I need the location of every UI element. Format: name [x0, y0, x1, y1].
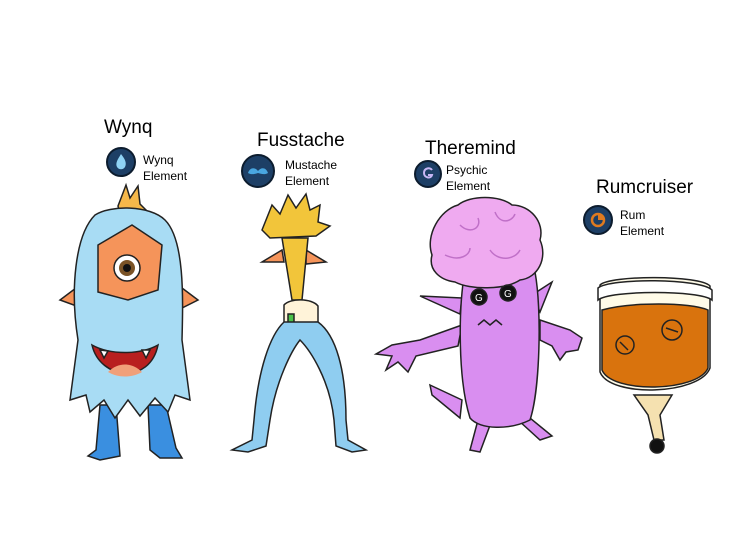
psychic-element-icon — [414, 160, 442, 188]
wynq-drawing — [58, 182, 200, 461]
wynq-name: Wynq — [104, 117, 153, 138]
fusstache-drawing — [229, 192, 369, 453]
svg-text:G: G — [504, 289, 512, 300]
rumcruiser-drawing — [597, 276, 713, 454]
wynq-element-icon — [106, 147, 136, 177]
rumcruiser-name: Rumcruiser — [596, 177, 694, 198]
theremind-drawing: G G — [373, 196, 583, 453]
rum-element-icon — [583, 205, 613, 235]
svg-text:G: G — [475, 293, 483, 304]
fusstache-name: Fusstache — [257, 130, 345, 151]
mustache-element-icon — [241, 154, 275, 188]
theremind-name: Theremind — [425, 138, 516, 159]
